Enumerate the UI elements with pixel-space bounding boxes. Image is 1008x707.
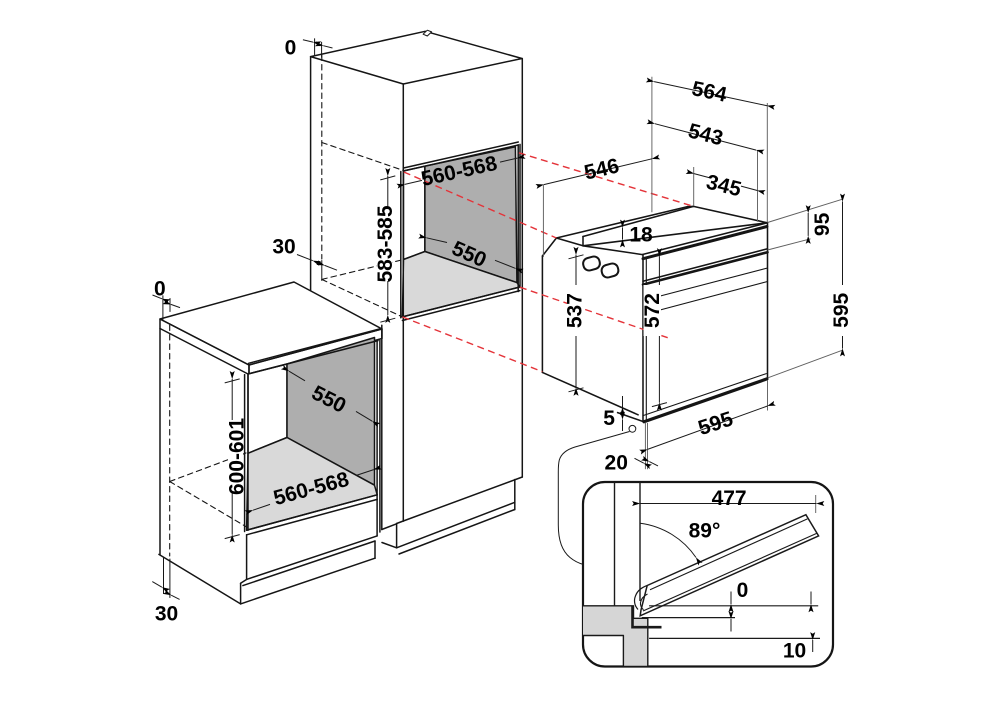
svg-text:572: 572: [641, 293, 664, 328]
svg-text:595: 595: [695, 407, 736, 440]
svg-text:0: 0: [737, 579, 749, 602]
svg-text:0: 0: [154, 277, 166, 300]
svg-text:5: 5: [603, 407, 615, 430]
svg-text:20: 20: [605, 452, 628, 475]
svg-text:345: 345: [704, 171, 744, 202]
svg-text:89°: 89°: [689, 520, 721, 543]
svg-text:30: 30: [155, 603, 178, 626]
svg-text:600-601: 600-601: [226, 418, 249, 495]
svg-text:583-585: 583-585: [374, 205, 397, 282]
svg-text:537: 537: [564, 293, 587, 328]
svg-text:30: 30: [272, 236, 295, 259]
svg-text:477: 477: [712, 487, 747, 510]
svg-text:0: 0: [285, 37, 297, 60]
svg-text:10: 10: [783, 640, 806, 663]
svg-text:18: 18: [629, 224, 653, 247]
svg-text:595: 595: [830, 292, 853, 327]
svg-text:543: 543: [686, 119, 726, 150]
svg-text:564: 564: [690, 77, 729, 107]
svg-text:95: 95: [811, 212, 834, 236]
svg-text:546: 546: [582, 154, 621, 184]
